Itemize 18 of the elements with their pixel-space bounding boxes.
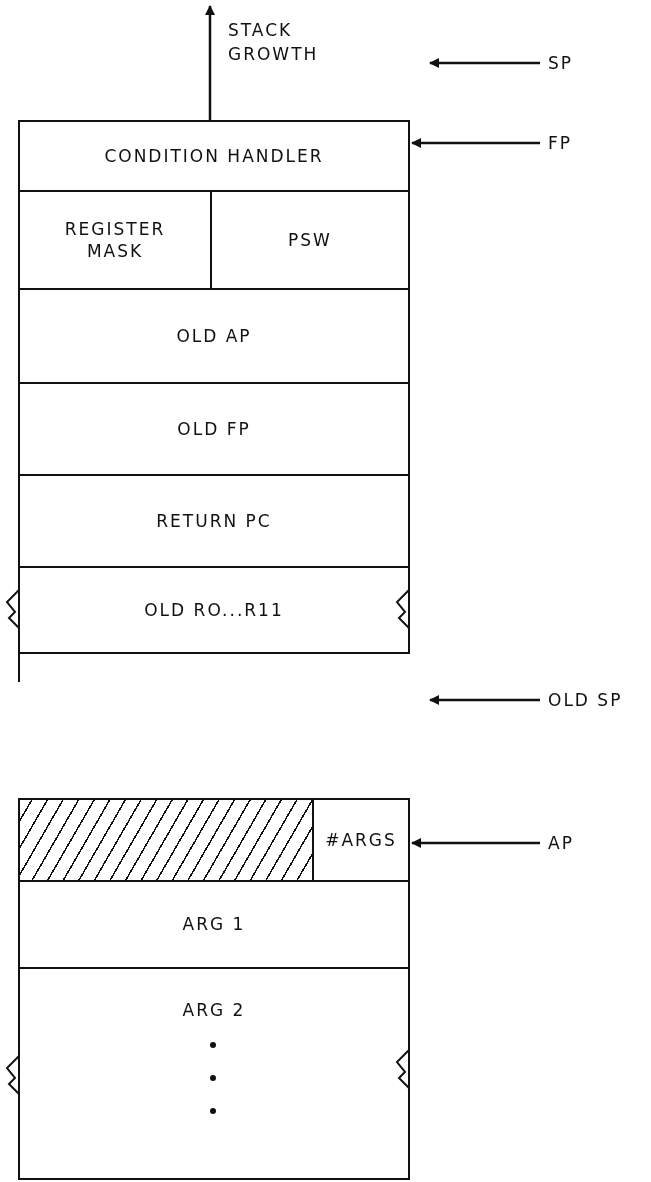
hatched-slot — [18, 798, 314, 882]
growth-label: STACK GROWTH — [228, 19, 318, 66]
pointer-arrow — [411, 138, 540, 148]
stack-slot: ARG 2 — [18, 967, 410, 1180]
pointer-label: OLD SP — [548, 687, 623, 713]
pointer-label: AP — [548, 830, 574, 856]
stack-slot: OLD FP — [18, 382, 410, 476]
pointer-arrow — [411, 838, 540, 848]
stack-slot: ARG 1 — [18, 880, 410, 969]
stack-slot: OLD RO...R11 — [18, 566, 410, 654]
stack-slot: OLD AP — [18, 288, 410, 384]
stack-slot: RETURN PC — [18, 474, 410, 568]
pointer-arrow — [429, 58, 540, 68]
stack-slot: #ARGS — [312, 798, 410, 882]
stack-slot: CONDITION HANDLER — [18, 120, 410, 192]
pointer-label: FP — [548, 130, 573, 156]
pointer-label: SP — [548, 50, 574, 76]
pointer-arrow — [429, 695, 540, 705]
